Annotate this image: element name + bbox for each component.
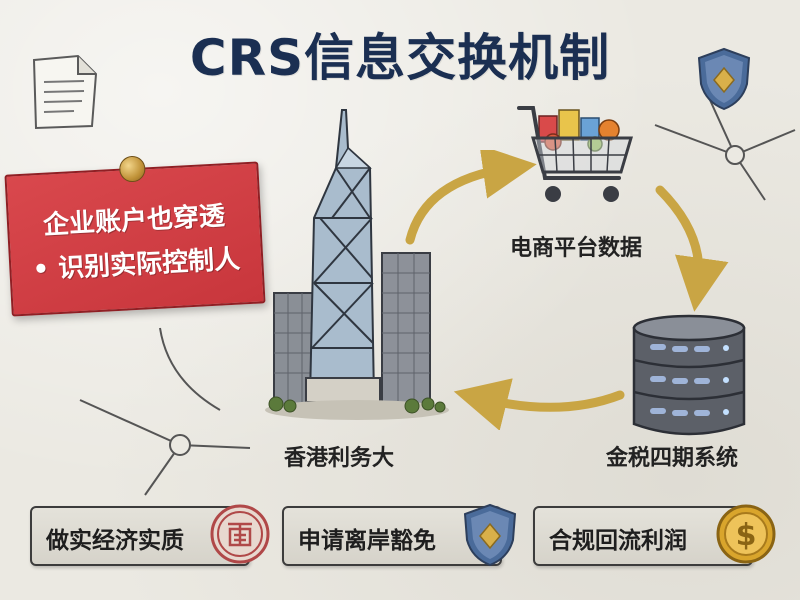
page-title: CRS信息交换机制 <box>189 29 611 87</box>
seal-stamp-icon <box>210 504 270 564</box>
compliant-repatriation-label: 合规回流利润 <box>549 528 687 554</box>
offshore-exemption-label: 申请离岸豁免 <box>298 528 436 554</box>
network-lines-left <box>79 327 251 496</box>
tax-system-label: 金税四期系统 <box>606 446 739 471</box>
pushpin-icon <box>118 155 146 183</box>
document-icon <box>32 54 98 130</box>
hongkong-label: 香港利务大 <box>284 446 395 471</box>
hongkong-tower-icon <box>265 109 449 420</box>
shield-icon <box>697 47 751 111</box>
database-server-icon <box>632 314 746 436</box>
economic-substance-label: 做实经济实质 <box>46 528 184 554</box>
sticky-note: 企业账户也穿透 • 识别实际控制人 <box>4 155 266 317</box>
gold-coin-icon: $ <box>716 504 776 564</box>
note-line-2: • 识别实际控制人 <box>31 244 241 286</box>
shopping-cart-icon <box>517 106 634 202</box>
compliant-repatriation-box: 合规回流利润 <box>533 506 753 566</box>
network-lines <box>654 99 796 201</box>
ecommerce-data-label: 电商平台数据 <box>510 236 643 261</box>
flow-arrows <box>405 150 729 430</box>
note-line-1: 企业账户也穿透 <box>42 201 226 241</box>
svg-text:$: $ <box>736 518 757 553</box>
shield-icon-small <box>463 503 517 567</box>
